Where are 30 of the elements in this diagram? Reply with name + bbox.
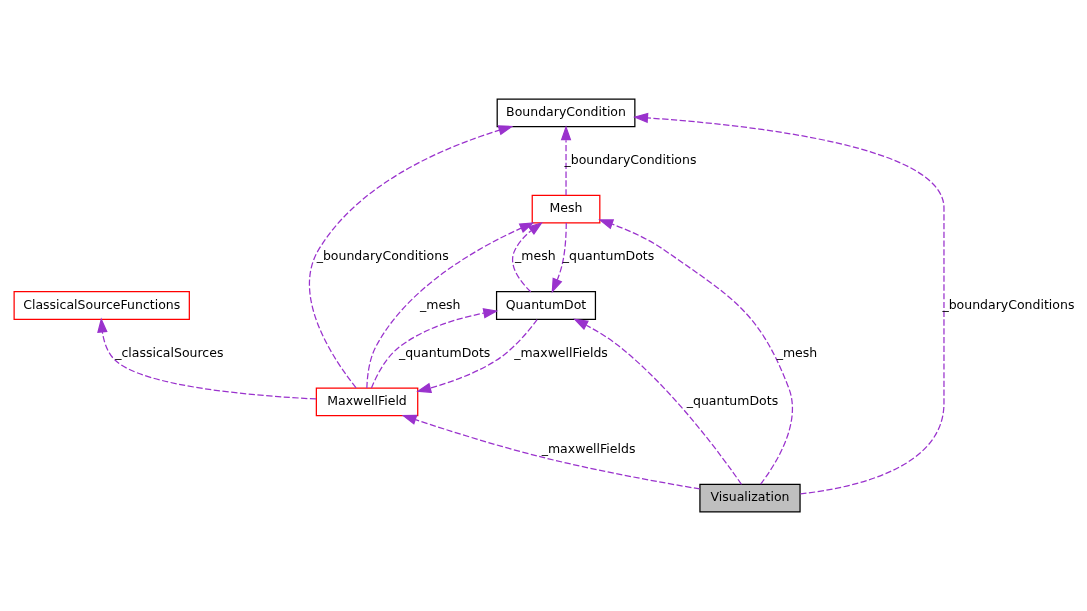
node-box: BoundaryCondition	[496, 98, 636, 128]
node-box: MaxwellField	[315, 387, 419, 417]
arrow	[416, 319, 538, 393]
edge-label: _quantumDots	[398, 344, 491, 360]
arrow	[366, 222, 535, 389]
edge-label: _classicalSources	[115, 344, 224, 360]
edge-label: _boundaryConditions	[942, 296, 1075, 312]
edge-label: _maxwellFields	[514, 344, 608, 360]
edge-label: _boundaryConditions	[316, 248, 449, 264]
node-box: Mesh	[531, 194, 601, 224]
arrow	[401, 414, 701, 490]
node-box: Visualization	[699, 483, 801, 513]
arrow	[560, 125, 572, 196]
edge-label: _boundaryConditions	[564, 152, 697, 168]
arrow	[573, 318, 743, 485]
edge-label: _mesh	[419, 296, 461, 312]
arrow	[308, 125, 514, 389]
arrow	[97, 317, 317, 400]
arrow	[512, 221, 543, 293]
arrow	[551, 222, 567, 294]
edge-label: _quantumDots	[686, 392, 779, 408]
edge-label: _mesh	[776, 344, 818, 360]
node-box: QuantumDot	[495, 291, 597, 320]
arrow	[633, 112, 945, 495]
node-box: ClassicalSourceFunctions	[13, 291, 190, 320]
edge-label: _maxwellFields	[541, 441, 636, 457]
arrow	[370, 308, 499, 389]
edge-label: _mesh	[515, 248, 556, 264]
arrow	[598, 219, 793, 485]
edge-label: _quantumDots	[562, 248, 655, 264]
